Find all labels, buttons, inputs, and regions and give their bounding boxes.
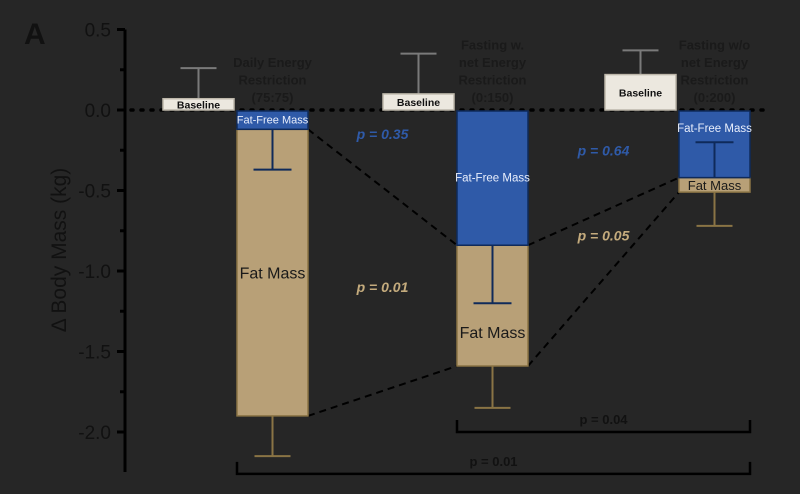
fat-mass-label: Fat Mass xyxy=(240,266,306,283)
group-title-line: Restriction xyxy=(459,73,527,88)
group-title-line: (0:200) xyxy=(694,90,736,105)
annotations: p = 0.35 p = 0.01 p = 0.64 p = 0.05 p = 0.04… xyxy=(235,126,752,476)
group-title-line: Fasting w. xyxy=(461,38,524,53)
panel-label: A xyxy=(24,18,46,51)
baseline-bar xyxy=(604,73,677,111)
p-value-annotation: p = 0.64 xyxy=(577,142,630,158)
group-title-line: Restriction xyxy=(681,73,749,88)
bracket-p-value: p = 0.04 xyxy=(579,412,628,427)
fat-mass-label: Fat Mass xyxy=(460,325,526,342)
group-title-line: (0:150) xyxy=(472,90,514,105)
p-value-annotation: p = 0.35 xyxy=(356,126,409,142)
y-tick-label: 0.5 xyxy=(85,21,111,42)
group-title-line: Restriction xyxy=(239,73,307,88)
y-tick-label: -1.0 xyxy=(78,262,111,283)
baseline-bar xyxy=(162,97,235,111)
fat-free-connector xyxy=(307,128,458,247)
y-tick-label: -0.5 xyxy=(78,182,111,203)
group-title-line: (75:75) xyxy=(252,90,294,105)
group-title-line: net Energy xyxy=(681,55,749,70)
fat-free-mass-label: Fat-Free Mass xyxy=(677,123,752,135)
fat-connector xyxy=(307,365,458,417)
y-tick-label: -1.5 xyxy=(78,343,111,364)
y-axis-label: Δ Body Mass (kg) xyxy=(48,168,71,333)
y-tick-label: -2.0 xyxy=(78,423,111,444)
fat-mass-bar xyxy=(236,128,309,417)
group-title-line: net Energy xyxy=(459,55,527,70)
fat-connector xyxy=(527,191,680,367)
bracket-p-value: p = 0.01 xyxy=(469,454,517,469)
y-tick-label: 0.0 xyxy=(85,101,111,122)
fat-free-mass-label: Fat-Free Mass xyxy=(455,173,530,185)
y-axis: 0.5 0.0 -0.5 -1.0 -1.5 -2.0 xyxy=(78,21,772,472)
baseline-bar xyxy=(382,93,455,111)
significance-bracket xyxy=(235,461,752,476)
fat-free-mass-bar xyxy=(456,110,529,246)
significance-bracket xyxy=(455,420,752,434)
fat-free-mass-label: Fat-Free Mass xyxy=(237,115,309,127)
baseline-label: Baseline xyxy=(397,97,440,109)
fat-mass-label: Fat Mass xyxy=(688,178,742,193)
baseline-label: Baseline xyxy=(619,87,662,99)
group-title-line: Daily Energy xyxy=(233,55,313,70)
connector-lines xyxy=(307,128,680,417)
p-value-annotation: p = 0.01 xyxy=(356,279,409,295)
fat-free-connector xyxy=(527,176,680,247)
group-title-line: Fasting w/o xyxy=(679,38,751,53)
p-value-annotation: p = 0.05 xyxy=(577,228,630,244)
baseline-label: Baseline xyxy=(177,99,220,111)
